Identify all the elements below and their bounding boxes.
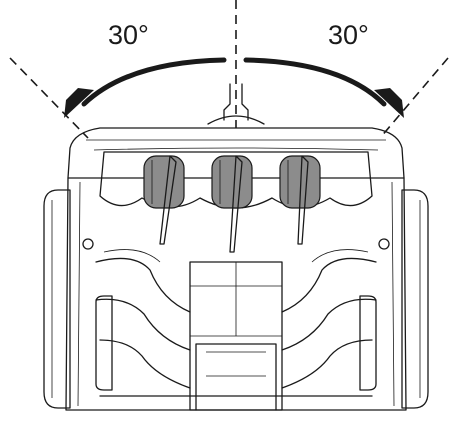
cylinder-center (211, 155, 253, 209)
left-angle-label: 30° (108, 20, 149, 50)
right-bolt-icon (378, 238, 390, 250)
left-arrowhead-icon (64, 88, 94, 118)
left-wheel-hub (95, 295, 113, 391)
blade-center (229, 155, 243, 253)
right-angle-label: 30° (328, 20, 369, 50)
housing-top (67, 127, 405, 179)
handle-stem (223, 83, 249, 121)
blade-left (159, 155, 177, 245)
central-gearbox (189, 261, 283, 411)
right-auger (281, 257, 377, 389)
right-limit-dashed-line (379, 57, 449, 139)
right-rotation-arc (243, 57, 387, 107)
left-bolt-icon (82, 238, 94, 250)
handle-base (207, 115, 265, 125)
left-rotation-arc (81, 57, 227, 107)
cylinder-left (143, 155, 185, 209)
left-limit-dashed-line (9, 57, 89, 139)
blade-right (297, 155, 309, 245)
left-wheel (43, 189, 71, 409)
right-wheel (401, 189, 429, 409)
gearbox-lower (195, 343, 277, 411)
right-arrowhead-icon (374, 88, 404, 118)
right-wheel-hub (359, 295, 377, 391)
left-auger (95, 257, 191, 389)
